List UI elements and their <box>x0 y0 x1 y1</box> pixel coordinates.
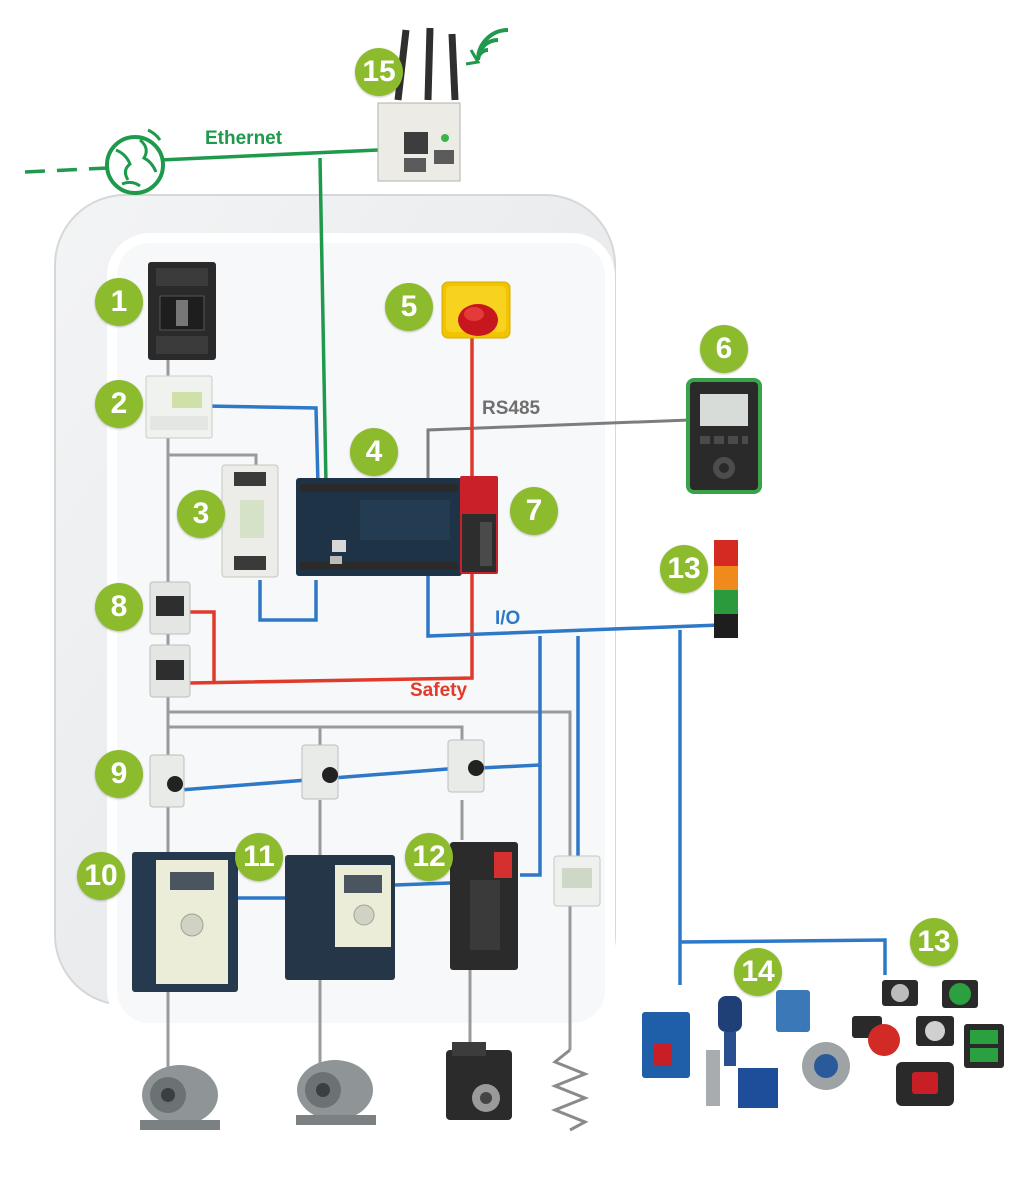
emergency-stop-device <box>442 282 510 338</box>
motor-icon <box>296 1060 376 1125</box>
motor-icon <box>140 1065 220 1130</box>
circuit-breaker-device <box>148 262 216 360</box>
badge-3: 3 <box>177 490 225 538</box>
ethernet-dashed-line <box>25 168 108 172</box>
heater-coil-icon <box>555 1050 585 1130</box>
sensor-devices <box>642 990 850 1108</box>
servo-drive-device <box>450 842 518 970</box>
badge-2: 2 <box>95 380 143 428</box>
safety-label: Safety <box>410 680 467 702</box>
servo-motor-icon <box>446 1042 512 1120</box>
badge-7: 7 <box>510 487 558 535</box>
stack-light-device <box>714 540 738 638</box>
badge-14: 14 <box>734 948 782 996</box>
ethernet-label: Ethernet <box>205 128 282 150</box>
badge-13-push-buttons: 13 <box>910 918 958 966</box>
safety-module-device <box>460 476 498 574</box>
wireless-icon <box>466 30 508 64</box>
badge-12: 12 <box>405 833 453 881</box>
push-button-devices <box>852 980 1004 1106</box>
variable-speed-drive-11 <box>285 855 395 980</box>
power-supply-device <box>222 465 278 577</box>
badge-10: 10 <box>77 852 125 900</box>
badge-11: 11 <box>235 833 283 881</box>
badge-8: 8 <box>95 583 143 631</box>
badge-4: 4 <box>350 428 398 476</box>
io-label: I/O <box>495 608 520 630</box>
badge-15: 15 <box>355 48 403 96</box>
power-meter-device <box>146 376 212 438</box>
plc-controller-device <box>296 478 462 576</box>
badge-6: 6 <box>700 325 748 373</box>
badge-13-stack-light: 13 <box>660 545 708 593</box>
badge-1: 1 <box>95 278 143 326</box>
relay-module-device <box>554 856 600 906</box>
globe-icon <box>107 130 163 193</box>
variable-speed-drive-10 <box>132 852 238 992</box>
hmi-keypad-device <box>688 380 760 492</box>
badge-5: 5 <box>385 283 433 331</box>
rs485-label: RS485 <box>482 398 540 420</box>
badge-9: 9 <box>95 750 143 798</box>
